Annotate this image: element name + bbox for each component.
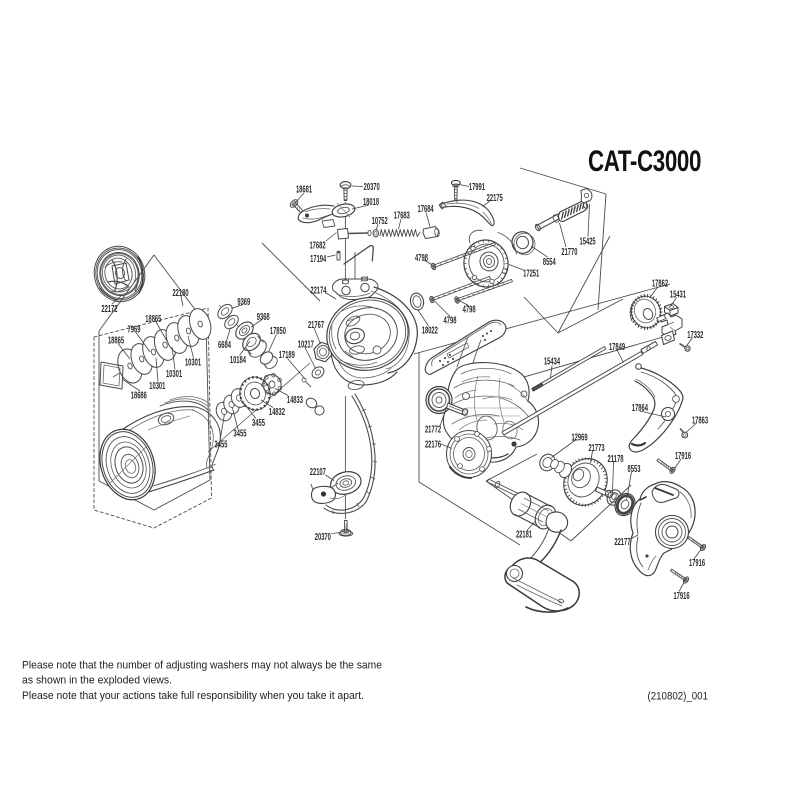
svg-text:10184: 10184 — [230, 354, 246, 366]
svg-text:15425: 15425 — [580, 236, 596, 248]
svg-text:21178: 21178 — [607, 453, 623, 465]
svg-text:17189: 17189 — [279, 349, 295, 361]
svg-text:7969: 7969 — [128, 323, 141, 335]
svg-text:22107: 22107 — [310, 466, 326, 478]
svg-text:17332: 17332 — [687, 329, 703, 341]
svg-text:17251: 17251 — [523, 267, 539, 279]
svg-text:4798: 4798 — [444, 315, 457, 327]
svg-text:17683: 17683 — [394, 209, 410, 221]
svg-text:(210802)_001: (210802)_001 — [648, 691, 709, 703]
svg-text:17194: 17194 — [310, 253, 326, 265]
svg-text:Please note that your actions: Please note that your actions take full … — [22, 690, 364, 702]
svg-text:14832: 14832 — [269, 406, 285, 418]
svg-text:17849: 17849 — [609, 341, 625, 353]
svg-text:Please note that the number of: Please note that the number of adjusting… — [22, 660, 382, 672]
svg-text:8554: 8554 — [543, 256, 556, 268]
svg-text:22180: 22180 — [172, 287, 188, 299]
svg-text:10301: 10301 — [185, 357, 201, 369]
svg-text:17916: 17916 — [673, 590, 689, 602]
svg-text:17850: 17850 — [270, 325, 286, 337]
svg-text:18865: 18865 — [145, 313, 161, 325]
svg-text:12969: 12969 — [571, 431, 587, 443]
svg-text:10301: 10301 — [166, 368, 182, 380]
svg-text:18018: 18018 — [363, 196, 379, 208]
svg-text:as shown in the exploded views: as shown in the exploded views. — [22, 675, 172, 687]
svg-text:22176: 22176 — [425, 439, 441, 451]
svg-text:8553: 8553 — [628, 463, 641, 475]
svg-text:20370: 20370 — [315, 531, 331, 543]
svg-text:21772: 21772 — [425, 424, 441, 436]
svg-text:21770: 21770 — [561, 246, 577, 258]
svg-text:10752: 10752 — [372, 215, 388, 227]
svg-text:14833: 14833 — [287, 394, 303, 406]
svg-text:21767: 21767 — [308, 319, 324, 331]
svg-text:9368: 9368 — [257, 311, 270, 323]
svg-text:17682: 17682 — [309, 239, 325, 251]
svg-text:17916: 17916 — [689, 557, 705, 569]
svg-text:22181: 22181 — [516, 529, 532, 541]
svg-text:4798: 4798 — [415, 252, 428, 264]
svg-text:18681: 18681 — [296, 184, 312, 196]
svg-text:17991: 17991 — [469, 181, 485, 193]
svg-text:15434: 15434 — [544, 356, 560, 368]
svg-text:22175: 22175 — [487, 192, 503, 204]
svg-text:17684: 17684 — [418, 203, 434, 215]
svg-text:17916: 17916 — [675, 450, 691, 462]
svg-text:3455: 3455 — [252, 417, 265, 429]
svg-text:10301: 10301 — [149, 380, 165, 392]
svg-text:17862: 17862 — [652, 277, 668, 289]
svg-text:22172: 22172 — [101, 303, 117, 315]
svg-text:6684: 6684 — [218, 339, 231, 351]
svg-text:18865: 18865 — [108, 335, 124, 347]
svg-text:3455: 3455 — [215, 439, 228, 451]
svg-text:17863: 17863 — [692, 415, 708, 427]
svg-text:15431: 15431 — [670, 288, 686, 300]
svg-text:CAT-C3000: CAT-C3000 — [588, 145, 701, 178]
svg-text:21773: 21773 — [588, 442, 604, 454]
svg-text:9369: 9369 — [237, 296, 250, 308]
svg-text:17864: 17864 — [632, 402, 648, 414]
svg-text:22177: 22177 — [614, 536, 630, 548]
svg-text:22174: 22174 — [310, 285, 326, 297]
svg-text:18022: 18022 — [422, 325, 438, 337]
svg-text:10217: 10217 — [298, 338, 314, 350]
svg-text:3455: 3455 — [234, 428, 247, 440]
svg-text:20370: 20370 — [364, 181, 380, 193]
svg-text:4798: 4798 — [463, 304, 476, 316]
svg-text:18686: 18686 — [131, 390, 147, 402]
